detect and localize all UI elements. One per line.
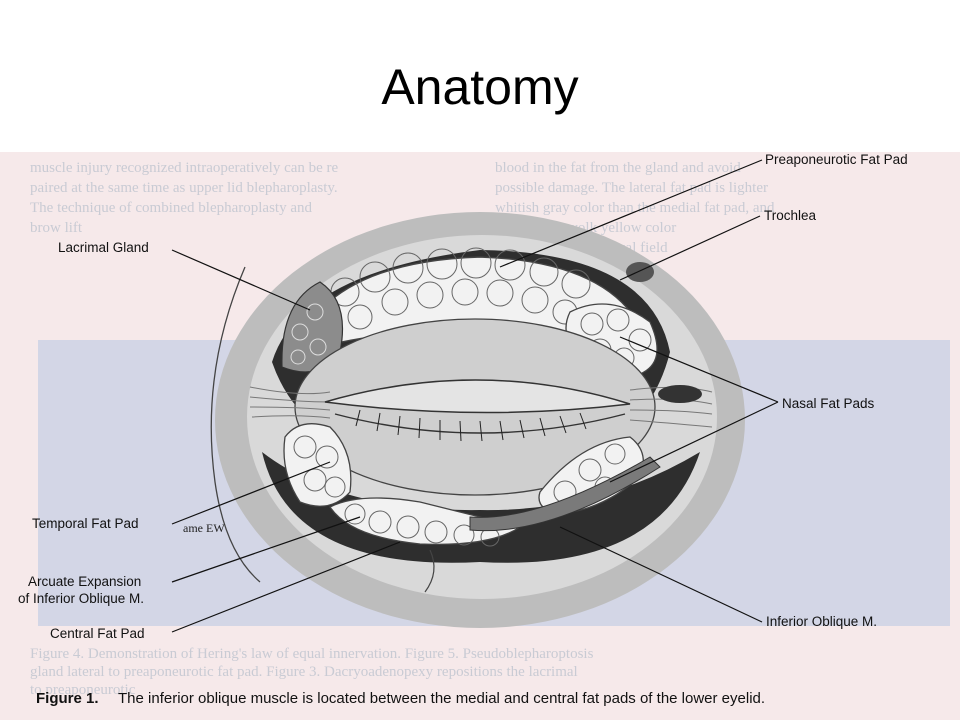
label-nasal-fat-pads: Nasal Fat Pads [782,396,875,411]
label-arcuate-expansion-line2: of Inferior Oblique M. [18,591,144,606]
label-arcuate-expansion: Arcuate Expansion [28,574,141,589]
bg-text-line: blood in the fat from the gland and avoi… [495,160,741,176]
anatomy-figure: muscle injury recognized intraoperativel… [0,152,960,720]
temporal-fat-pad [283,423,352,507]
label-lacrimal-gland: Lacrimal Gland [58,240,149,255]
bg-text-line: muscle injury recognized intraoperativel… [30,160,339,176]
inferior-oblique-muscle [469,456,661,532]
lacrimal-lobules [290,303,327,365]
bg-text-line: possible damage. The lateral fat pad is … [495,180,768,196]
bg-text-line: The technique of combined blepharoplasty… [30,200,312,216]
slide-title: Anatomy [381,59,579,115]
eyelashes [355,409,587,442]
lower-lid-margin [334,413,626,434]
figure-caption: Figure 1. The inferior oblique muscle is… [36,690,765,707]
bg-text-line: paired at the same time as upper lid ble… [30,180,338,196]
bg-text-line: whitish gray color than the medial fat p… [495,200,775,216]
label-central-fat-pad: Central Fat Pad [50,626,145,641]
temporal-skin-edge [210,266,261,583]
trochlea [626,262,654,282]
eyelid-diagram: muscle injury recognized intraoperativel… [0,152,960,720]
caption-number: Figure 1. [36,690,99,707]
bg-text-line: Figure 4. Demonstration of Hering's law … [30,646,594,662]
temporal-lobules [293,435,346,498]
bg-text-line: to preaponeurotic [30,682,136,698]
artist-signature: ame EW [183,521,225,535]
central-lobules [344,503,500,547]
label-preaponeurotic-fat-pad: Preaponeurotic Fat Pad [765,152,908,167]
upper-eyelid [324,379,631,414]
label-inferior-oblique: Inferior Oblique M. [766,614,877,629]
label-temporal-fat-pad: Temporal Fat Pad [32,516,139,531]
lacrimal-sac [658,385,702,403]
leader-lines [171,159,779,633]
bg-text-line: brow lift [30,220,83,236]
lateral-canthal-tendon [249,386,331,419]
label-trochlea: Trochlea [764,208,817,223]
caption-text: The inferior oblique muscle is located b… [118,690,765,707]
bg-text-line: gland lateral to preaponeurotic fat pad.… [30,664,578,680]
lower-skin-edge [424,549,435,593]
